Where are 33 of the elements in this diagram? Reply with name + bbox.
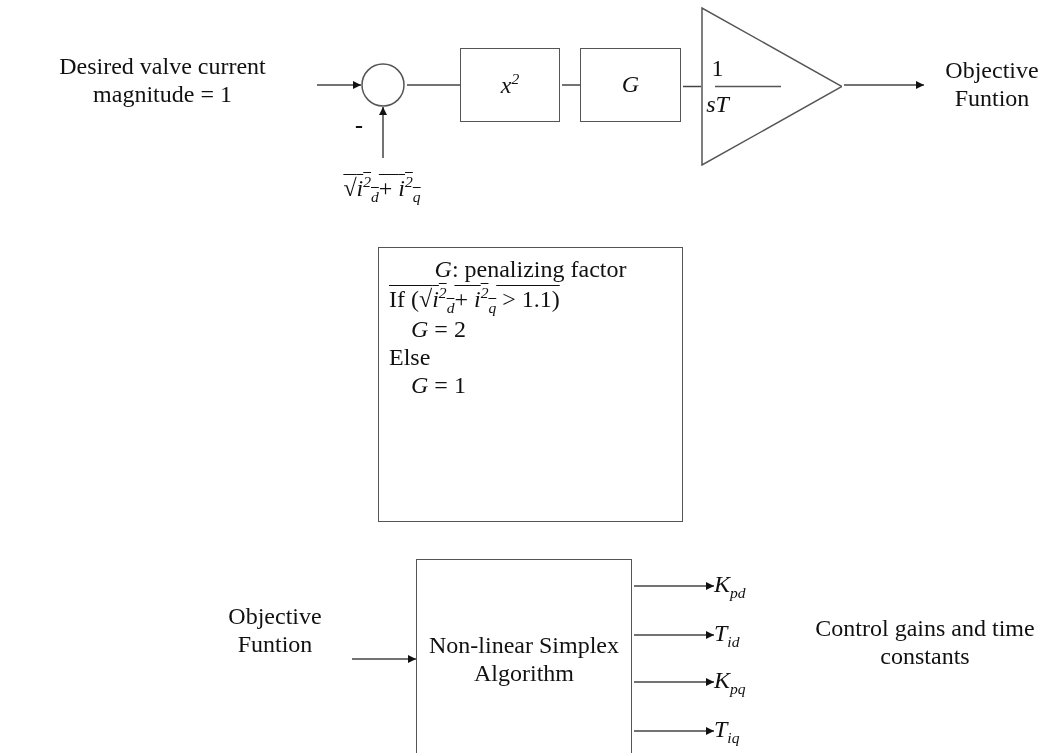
block-label: G [620,71,641,99]
arrow [633,678,715,686]
arrow [351,655,417,663]
output-variable: T$_{id}$ [714,619,741,651]
note-text: If (√i$^{2}$$_{d}$+ i$^{2}$$_{q}$ > 1.1) [389,283,561,317]
output-label: Objective Funtion [944,57,1040,113]
minus-sign: - [355,112,364,140]
block-label: Non-linear Simplex Algorithm [428,631,620,688]
gain-block [580,48,681,122]
square-block [460,48,560,122]
arrow [379,106,387,159]
connector-line [406,84,461,86]
output-variable: K$_{pq}$ [714,666,747,698]
arrow [843,81,925,89]
note-text: G = 2 [410,316,467,344]
input-label: Desired valve current magnitude = 1 [58,53,267,109]
block-label: x$^{2}$ [499,70,521,100]
note-text: G = 1 [410,371,467,400]
output-variable: K$_{pd}$ [714,570,747,602]
transfer-function-text: sT [705,90,732,119]
note-text: G: penalizing factor [433,256,628,284]
output-variable: T$_{iq}$ [714,715,741,747]
algorithm-block [416,559,632,753]
arrow [633,582,715,590]
connector-line [561,84,581,86]
transfer-function-text: 1 [710,54,725,83]
note-text: Else [389,343,432,372]
arrow [316,81,362,89]
arrow [633,631,715,639]
penalty-note-box [378,247,683,522]
output-description: Control gains and time constants [814,615,1036,671]
input-label: Objective Funtion [227,603,323,659]
arrow [633,727,715,735]
